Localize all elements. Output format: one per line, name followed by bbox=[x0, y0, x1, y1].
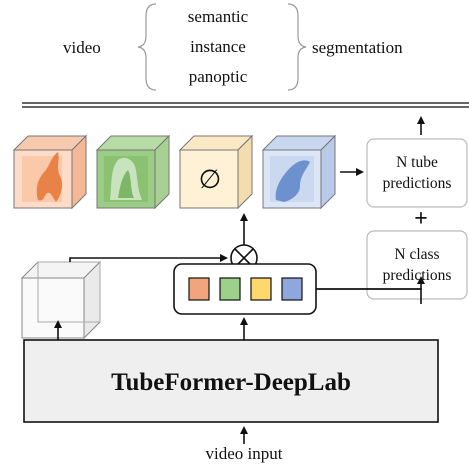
tubeformer-box bbox=[23, 339, 439, 423]
embedding-2 bbox=[219, 277, 241, 301]
right-brace bbox=[287, 3, 307, 91]
class-predictions-line-2: predictions bbox=[382, 267, 452, 284]
cube-blue-mask bbox=[261, 134, 337, 210]
embedding-4 bbox=[281, 277, 303, 301]
tube-predictions-line-2: predictions bbox=[382, 175, 452, 192]
tube-predictions-line-1: N tube bbox=[396, 154, 438, 171]
embedding-3 bbox=[250, 277, 272, 301]
tube-predictions-box bbox=[366, 138, 468, 208]
blue-mask-shape bbox=[275, 160, 310, 202]
option-instance: instance bbox=[190, 37, 246, 56]
tube-predictions-label: N tube predictions bbox=[367, 152, 467, 194]
option-panoptic: panoptic bbox=[188, 67, 248, 86]
model-name: TubeFormer-DeepLab bbox=[111, 369, 351, 396]
empty-set-symbol: ∅ bbox=[198, 165, 222, 194]
header-segmentation-word: segmentation bbox=[312, 38, 403, 57]
cube-orange-mask bbox=[12, 134, 88, 210]
embedding-1 bbox=[188, 277, 210, 301]
header-video-word: video bbox=[63, 38, 101, 57]
pixel-feature-cube bbox=[20, 260, 102, 340]
video-input-label: video input bbox=[205, 444, 283, 463]
plus-sign: + bbox=[414, 206, 428, 232]
cube-empty-set bbox=[178, 134, 254, 210]
class-predictions-line-1: N class bbox=[394, 246, 440, 263]
pixel-to-multiply-arrow bbox=[69, 254, 228, 262]
orange-mask-shape bbox=[36, 152, 63, 202]
class-predictions-box bbox=[366, 230, 468, 300]
class-predictions-label: N class predictions bbox=[367, 244, 467, 286]
option-semantic: semantic bbox=[187, 7, 249, 26]
left-brace bbox=[137, 3, 157, 91]
cube-green-mask bbox=[95, 134, 171, 210]
